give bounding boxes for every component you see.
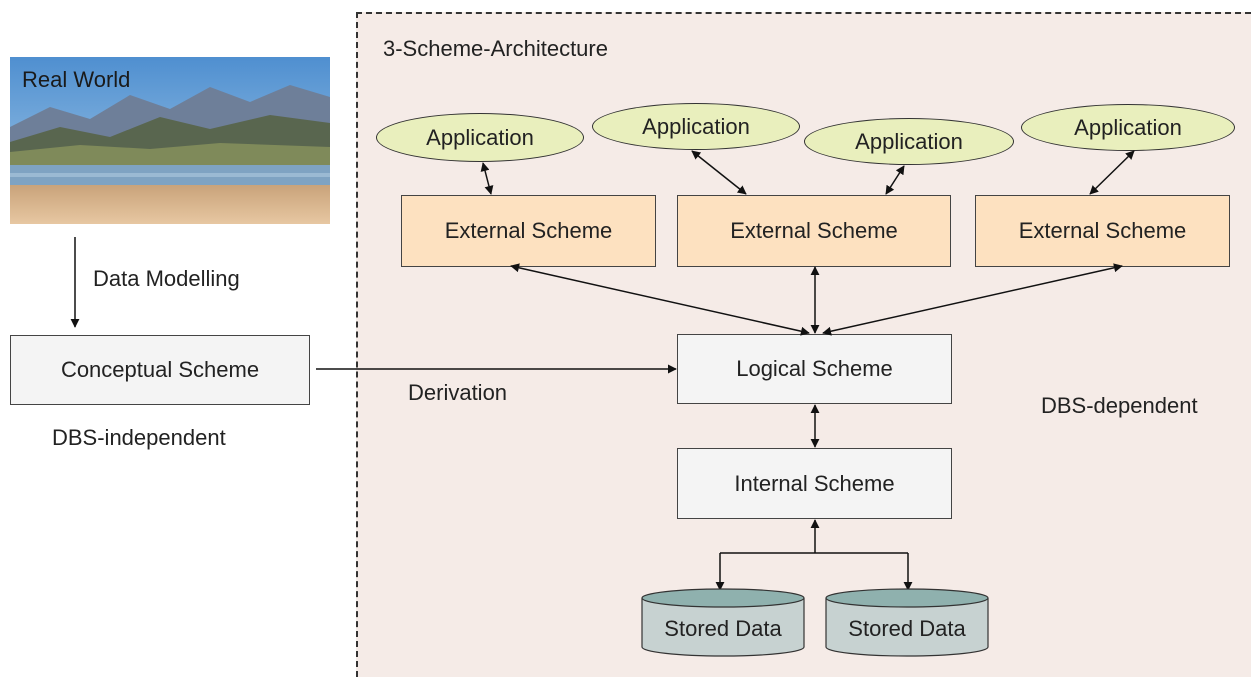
dbs-dependent-label: DBS-dependent bbox=[1041, 393, 1198, 418]
conceptual-scheme-label: Conceptual Scheme bbox=[60, 357, 260, 382]
stored-data-label: Stored Data bbox=[664, 616, 782, 641]
stored-data-label: Stored Data bbox=[848, 616, 966, 641]
architecture-title: 3-Scheme-Architecture bbox=[383, 36, 608, 61]
application-connector bbox=[480, 162, 494, 195]
stored-data-cylinder bbox=[641, 588, 805, 657]
application-label: Application bbox=[642, 113, 750, 139]
application-label: Application bbox=[1074, 114, 1182, 140]
logical-scheme-box: Logical Scheme bbox=[677, 334, 952, 404]
application-ellipse: Application bbox=[804, 118, 1014, 165]
internal-scheme-label: Internal Scheme bbox=[734, 470, 895, 496]
external-scheme-label: External Scheme bbox=[1018, 218, 1187, 243]
internal-scheme-box: Internal Scheme bbox=[677, 448, 952, 519]
external-scheme-label: External Scheme bbox=[444, 218, 613, 243]
real-world-image: Real World bbox=[10, 57, 330, 224]
application-label: Application bbox=[855, 128, 963, 154]
external-scheme-box: External Scheme bbox=[975, 195, 1230, 267]
stored-data-cylinder bbox=[825, 588, 989, 657]
dbs-independent-label: DBS-independent bbox=[52, 425, 226, 450]
conceptual-scheme-box: Conceptual Scheme bbox=[10, 335, 310, 405]
application-label: Application bbox=[426, 124, 534, 150]
external-scheme-box: External Scheme bbox=[677, 195, 951, 267]
application-ellipse: Application bbox=[592, 103, 800, 150]
external-logical-connector bbox=[822, 263, 1123, 336]
logical-scheme-label: Logical Scheme bbox=[736, 356, 893, 381]
application-connector bbox=[1089, 150, 1135, 195]
application-connector bbox=[691, 150, 747, 195]
application-ellipse: Application bbox=[376, 113, 584, 162]
data-modelling-label: Data Modelling bbox=[93, 266, 240, 291]
application-connector bbox=[885, 165, 905, 195]
application-ellipse: Application bbox=[1021, 104, 1235, 151]
derivation-label: Derivation bbox=[408, 380, 508, 405]
external-scheme-label: External Scheme bbox=[730, 218, 898, 243]
external-logical-connector bbox=[510, 263, 810, 336]
real-world-label: Real World bbox=[22, 67, 131, 92]
